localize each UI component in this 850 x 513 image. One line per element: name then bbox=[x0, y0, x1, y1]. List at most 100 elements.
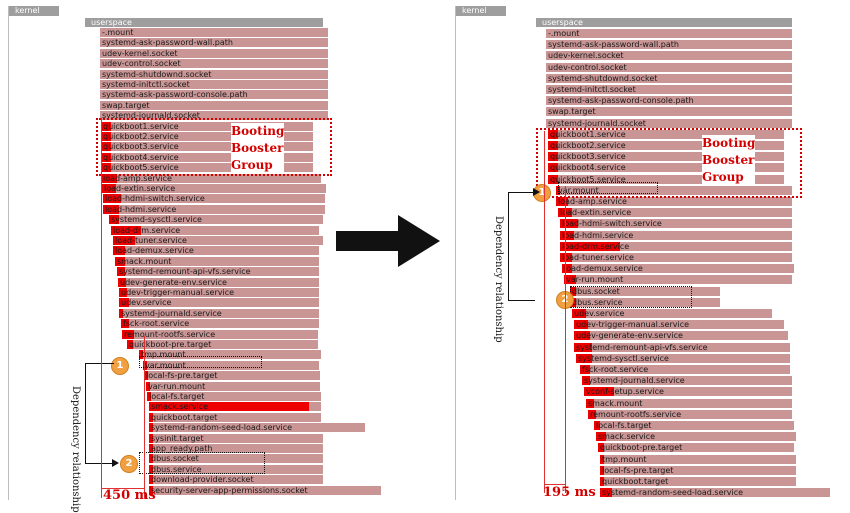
booting-booster-group-box bbox=[96, 118, 332, 176]
service-bar: udev-generate-env.service bbox=[118, 277, 319, 287]
service-bar: udev-kernel.socket bbox=[546, 51, 792, 61]
service-name: var.mount bbox=[145, 360, 186, 370]
service-bar: quickboot1.service bbox=[548, 129, 784, 139]
service-startup-segment bbox=[149, 444, 153, 453]
service-bar: swap.target bbox=[100, 100, 328, 110]
service-bar: -.mount bbox=[100, 28, 328, 37]
service-startup-segment bbox=[548, 152, 558, 162]
time-span-line bbox=[101, 488, 144, 489]
dependency-bracket bbox=[85, 363, 114, 464]
service-bar: systemd-random-seed-load.service bbox=[600, 488, 830, 498]
service-name: security-server-app-permissions.socket bbox=[151, 485, 308, 495]
service-bar: sysinit.target bbox=[149, 433, 323, 443]
service-startup-segment bbox=[127, 340, 133, 349]
service-name: quickboot4.service bbox=[103, 152, 179, 162]
service-name: load-extin.service bbox=[560, 208, 632, 218]
service-startup-segment bbox=[103, 204, 119, 214]
service-name: load-hdmi-switch.service bbox=[105, 194, 205, 204]
service-name: udev.service bbox=[574, 309, 625, 318]
service-name: quickboot1.service bbox=[103, 121, 179, 131]
service-bar: load-drm.service bbox=[560, 241, 792, 251]
service-startup-segment bbox=[149, 433, 153, 443]
service-name: local-fs.target bbox=[596, 421, 652, 430]
service-startup-segment bbox=[562, 264, 572, 274]
service-name: load-hdmi.service bbox=[562, 230, 634, 240]
service-bar: systemd-journald.socket bbox=[100, 111, 328, 121]
service-startup-segment bbox=[596, 432, 606, 442]
service-name: systemd-shutdownd.socket bbox=[102, 69, 212, 79]
service-bar: fsck-root.service bbox=[580, 365, 790, 374]
service-name: systemd-journald.service bbox=[584, 376, 685, 386]
service-startup-segment bbox=[149, 423, 153, 433]
service-startup-segment bbox=[576, 353, 592, 363]
service-name: udev-kernel.socket bbox=[548, 51, 624, 61]
service-bar: dbus.service bbox=[149, 464, 323, 474]
service-startup-segment bbox=[144, 371, 148, 381]
service-startup-segment bbox=[560, 241, 620, 251]
service-name: local-fs-pre.target bbox=[602, 465, 674, 475]
service-bar: local-fs-pre.target bbox=[144, 371, 320, 381]
service-name: smack.mount bbox=[588, 398, 643, 408]
service-startup-segment bbox=[121, 319, 129, 329]
service-startup-segment bbox=[119, 288, 127, 297]
service-name: var-run.mount bbox=[566, 275, 624, 285]
service-bar: load-tuner.service bbox=[113, 236, 323, 245]
service-name: swap.target bbox=[102, 100, 150, 110]
service-bar: systemd-sysctl.service bbox=[576, 353, 790, 363]
booting-booster-group-box bbox=[536, 128, 802, 198]
service-name: load-amp.service bbox=[558, 197, 627, 206]
service-bar: local-fs-pre.target bbox=[600, 465, 796, 475]
service-name: smack.mount bbox=[117, 256, 172, 266]
service-name: quickboot2.service bbox=[103, 132, 179, 141]
service-bar: quickboot2.service bbox=[548, 141, 784, 150]
service-startup-segment bbox=[101, 121, 111, 131]
service-bar: quickboot4.service bbox=[548, 163, 784, 173]
service-name: udev-control.socket bbox=[548, 62, 627, 72]
service-name: systemd-ask-password-wall.path bbox=[102, 38, 233, 48]
service-name: udev-trigger-manual.service bbox=[576, 320, 690, 330]
service-startup-segment bbox=[109, 215, 119, 225]
time-marker-end bbox=[144, 336, 145, 498]
var-mount-highlight bbox=[139, 356, 262, 368]
service-startup-segment bbox=[149, 454, 153, 464]
service-startup-segment bbox=[574, 331, 590, 341]
service-name: systemd-initctl.socket bbox=[102, 80, 190, 89]
userspace-bar: userspace bbox=[536, 18, 792, 27]
service-bar: load-hdmi.service bbox=[560, 230, 792, 240]
service-bar: smack.mount bbox=[115, 256, 319, 266]
userspace-bar: userspace bbox=[85, 18, 323, 27]
transition-arrow-icon bbox=[336, 215, 440, 267]
service-startup-segment bbox=[574, 320, 588, 330]
service-bar: systemd-journald.service bbox=[119, 308, 319, 318]
service-startup-segment bbox=[548, 141, 558, 150]
service-startup-segment bbox=[574, 342, 592, 352]
service-bar: quickboot5.service bbox=[101, 163, 313, 173]
service-name: udev-generate-env.service bbox=[120, 277, 227, 287]
service-bar: app_ready.path bbox=[149, 444, 323, 453]
service-startup-segment bbox=[149, 412, 153, 422]
service-bar: dbus.socket bbox=[570, 286, 720, 296]
service-name: udev-control.socket bbox=[102, 59, 181, 69]
service-bar: load-amp.service bbox=[101, 173, 321, 183]
service-name: load-drm.service bbox=[562, 241, 630, 251]
service-startup-segment bbox=[149, 475, 153, 485]
service-bar: quickboot-pre.target bbox=[598, 443, 794, 453]
service-bar: load-hdmi-switch.service bbox=[103, 194, 325, 204]
service-bar: systemd-remount-api-vfs.service bbox=[574, 342, 790, 352]
service-bar: var-run.mount bbox=[146, 381, 320, 391]
service-bar: load-amp.service bbox=[556, 197, 792, 206]
service-bar: local-fs.target bbox=[594, 421, 794, 430]
time-marker-start bbox=[101, 118, 102, 498]
service-bar: security-server-app-permissions.socket bbox=[149, 485, 381, 495]
service-name: systemd-journald.socket bbox=[102, 111, 200, 121]
service-name: systemd-journald.socket bbox=[548, 118, 646, 128]
service-startup-segment bbox=[560, 219, 578, 229]
service-name: load-hdmi.service bbox=[105, 204, 177, 214]
service-name: -.mount bbox=[102, 28, 134, 37]
service-startup-segment bbox=[118, 277, 126, 287]
service-name: quickboot-pre.target bbox=[600, 443, 683, 453]
service-name: systemd-shutdownd.socket bbox=[548, 73, 658, 83]
service-bar: systemd-ask-password-wall.path bbox=[546, 40, 792, 50]
service-startup-segment bbox=[117, 267, 125, 277]
